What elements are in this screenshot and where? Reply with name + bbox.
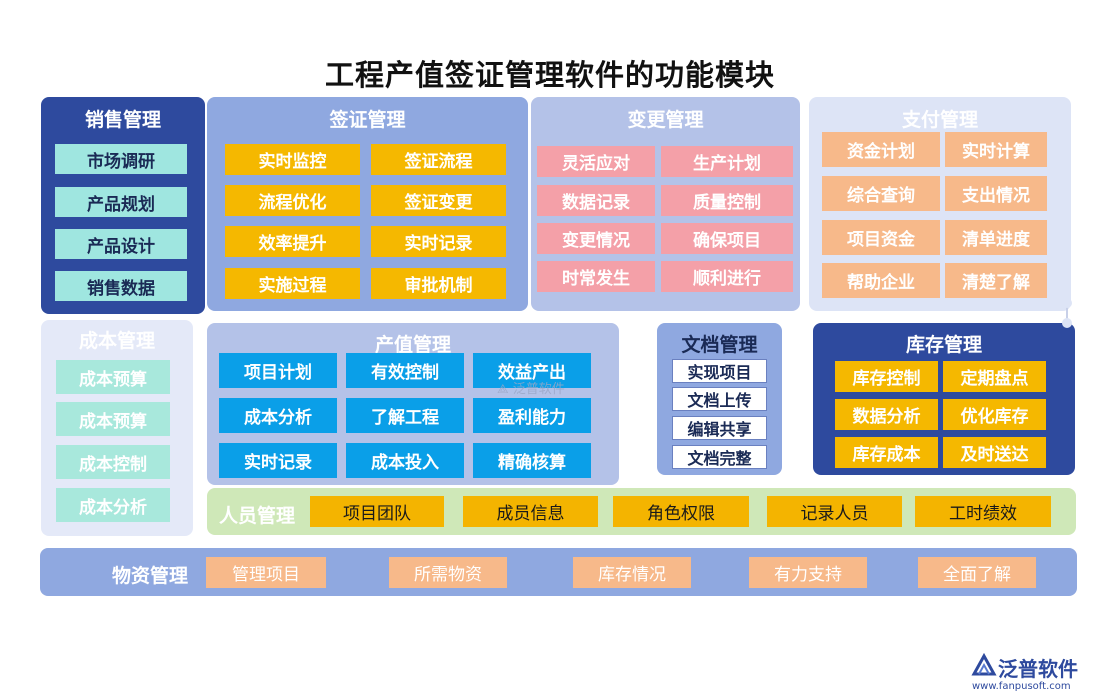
payment-item: 项目资金 [822,220,940,255]
materials-item: 有力支持 [749,557,867,588]
sales-item: 销售数据 [55,271,187,301]
output-item: 精确核算 [473,443,591,478]
change-item: 质量控制 [661,185,793,216]
output-item: 了解工程 [346,398,464,433]
watermark-logo: ⟁ 泛普软件 [497,378,597,398]
payment-item: 实时计算 [945,132,1047,167]
inventory-item: 优化库存 [943,399,1046,430]
cost-item: 成本预算 [56,402,170,436]
docs-panel-title: 文档管理 [681,334,758,356]
change-item: 生产计划 [661,146,793,177]
payment-item: 清楚了解 [945,263,1047,298]
personnel-panel: 人员管理 项目团队 成员信息 角色权限 记录人员 工时绩效 [207,488,1076,535]
brand-logo-name: 泛普软件 [998,657,1078,681]
personnel-item: 记录人员 [767,496,902,527]
docs-panel: 文档管理 实现项目 文档上传 编辑共享 文档完整 [657,323,782,475]
cost-item: 成本预算 [56,360,170,394]
payment-item: 综合查询 [822,176,940,211]
visa-item: 实施过程 [225,268,360,299]
inventory-panel-title: 库存管理 [905,334,982,356]
page-title: 工程产值签证管理软件的功能模块 [324,58,775,92]
payment-panel-title: 支付管理 [901,109,978,131]
materials-item: 管理项目 [206,557,326,588]
materials-item: 全面了解 [918,557,1036,588]
change-item: 灵活应对 [537,146,655,177]
sales-panel: 销售管理 市场调研 产品规划 产品设计 销售数据 [41,97,205,314]
inventory-item: 库存控制 [835,361,938,392]
cost-item: 成本分析 [56,488,170,522]
output-item: 实时记录 [219,443,337,478]
materials-panel-title: 物资管理 [111,565,188,587]
payment-item: 支出情况 [945,176,1047,211]
sales-item: 产品设计 [55,229,187,259]
change-item: 顺利进行 [661,261,793,292]
docs-item: 文档完整 [672,445,767,469]
change-item: 变更情况 [537,223,655,254]
personnel-panel-title: 人员管理 [219,505,296,527]
materials-item: 所需物资 [389,557,507,588]
change-item: 时常发生 [537,261,655,292]
payment-panel: 支付管理 资金计划 实时计算 综合查询 支出情况 项目资金 清单进度 帮助企业 … [809,97,1071,311]
output-item: 项目计划 [219,353,337,388]
sales-item: 市场调研 [55,144,187,174]
docs-item: 文档上传 [672,387,767,411]
cost-panel-title: 成本管理 [78,330,155,352]
inventory-item: 及时送达 [943,437,1046,468]
payment-item: 资金计划 [822,132,940,167]
output-item: 有效控制 [346,353,464,388]
visa-item: 实时监控 [225,144,360,175]
output-item: 成本分析 [219,398,337,433]
sales-item: 产品规划 [55,187,187,217]
visa-panel: 签证管理 实时监控 签证流程 流程优化 签证变更 效率提升 实时记录 实施过程 … [207,97,528,311]
materials-panel: 物资管理 管理项目 所需物资 库存情况 有力支持 全面了解 [40,548,1077,596]
inventory-panel: 库存管理 库存控制 定期盘点 数据分析 优化库存 库存成本 及时送达 [813,323,1075,475]
output-panel: 产值管理 项目计划 有效控制 效益产出 成本分析 了解工程 盈利能力 实时记录 … [207,323,619,485]
payment-item: 帮助企业 [822,263,940,298]
inventory-item: 定期盘点 [943,361,1046,392]
change-item: 数据记录 [537,185,655,216]
connector-dot [1062,298,1072,308]
output-panel-title: 产值管理 [374,334,451,356]
watermark-text: 泛普软件 [512,382,565,397]
visa-item: 签证流程 [371,144,506,175]
change-item: 确保项目 [661,223,793,254]
docs-item: 编辑共享 [672,416,767,440]
visa-item: 实时记录 [371,226,506,257]
visa-item: 流程优化 [225,185,360,216]
cost-item: 成本控制 [56,445,170,479]
visa-item: 签证变更 [371,185,506,216]
output-item: 成本投入 [346,443,464,478]
personnel-item: 成员信息 [463,496,598,527]
brand-logo-url: www.fanpusoft.com [972,681,1071,692]
inventory-item: 库存成本 [835,437,938,468]
personnel-item: 项目团队 [310,496,444,527]
payment-item: 清单进度 [945,220,1047,255]
output-item: 效益产出 [473,353,591,388]
change-panel-title: 变更管理 [627,109,704,131]
visa-item: 审批机制 [371,268,506,299]
brand-logo: 泛普软件 www.fanpusoft.com [970,652,1094,696]
watermark-icon: ⟁ [497,382,509,397]
visa-panel-title: 签证管理 [329,109,406,131]
connector-line [1066,302,1068,324]
brand-logo-icon [971,652,997,676]
output-item: 盈利能力 [473,398,591,433]
docs-item: 实现项目 [672,359,767,383]
visa-item: 效率提升 [225,226,360,257]
cost-panel: 成本管理 成本预算 成本预算 成本控制 成本分析 [41,320,193,536]
materials-item: 库存情况 [573,557,691,588]
personnel-item: 角色权限 [613,496,749,527]
connector-dot [1062,318,1072,328]
inventory-item: 数据分析 [835,399,938,430]
sales-panel-title: 销售管理 [84,109,161,131]
personnel-item: 工时绩效 [915,496,1051,527]
change-panel: 变更管理 灵活应对 生产计划 数据记录 质量控制 变更情况 确保项目 时常发生 … [531,97,800,311]
